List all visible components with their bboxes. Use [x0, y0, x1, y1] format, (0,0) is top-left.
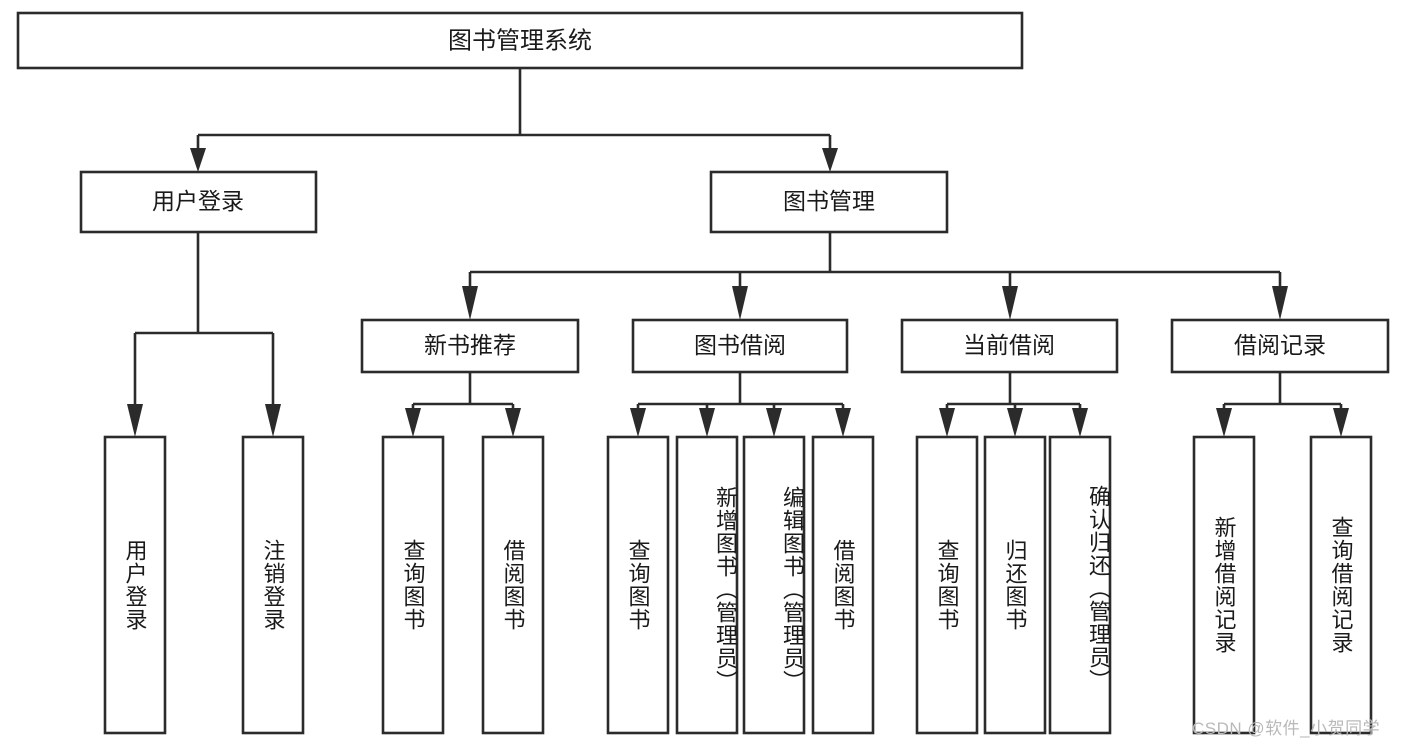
arrow-to-borrow-record [1272, 286, 1288, 320]
node-new-book-recommend-label: 新书推荐 [424, 332, 516, 358]
arrow-to-current-borrow [1002, 286, 1018, 320]
leaf-user-login-box-1[interactable] [103, 435, 167, 735]
node-current-borrow-label: 当前借阅 [963, 332, 1055, 358]
arrow-borrow-record-leaf-2 [1333, 408, 1349, 437]
leaf-current-borrow-box-2[interactable] [983, 435, 1047, 735]
csdn-watermark: CSDN @软件_小贺同学 [1192, 719, 1381, 738]
arrow-current-borrow-leaf-1 [939, 408, 955, 437]
node-user-login-label: 用户登录 [152, 188, 244, 214]
node-user-login-box[interactable] [79, 170, 318, 234]
leaf-current-borrow-box-3[interactable] [1048, 435, 1112, 735]
leaf-book-borrow-box-1[interactable] [606, 435, 670, 735]
arrow-new-book-leaf-2 [505, 408, 521, 437]
node-new-book-recommend-box[interactable] [360, 318, 580, 374]
node-book-manage-box[interactable] [709, 170, 949, 234]
connector-layer [127, 68, 1349, 437]
arrow-new-book-leaf-1 [405, 408, 421, 437]
leaf-borrow-record-box-2[interactable] [1309, 435, 1373, 735]
arrow-current-borrow-leaf-3 [1072, 408, 1088, 437]
arrow-user-login-leaf-1 [127, 404, 143, 437]
node-book-borrow-box[interactable] [631, 318, 849, 374]
leaf-current-borrow-box-1[interactable] [915, 435, 979, 735]
node-book-borrow-label: 图书借阅 [694, 332, 786, 358]
arrow-to-user-login [190, 148, 206, 172]
arrow-to-book-borrow [732, 286, 748, 320]
arrow-book-borrow-leaf-4 [835, 408, 851, 437]
leaf-book-borrow-box-4[interactable] [811, 435, 875, 735]
leaf-new-book-box-2[interactable] [481, 435, 545, 735]
arrow-user-login-leaf-2 [265, 404, 281, 437]
leaf-book-borrow-box-3[interactable] [742, 435, 806, 735]
arrow-book-borrow-leaf-3 [766, 408, 782, 437]
node-root-box[interactable] [16, 11, 1024, 70]
arrow-to-book-manage [822, 148, 838, 172]
leaf-new-book-box-1[interactable] [381, 435, 445, 735]
node-label-layer: 图书管理系统 用户登录 图书管理 新书推荐 图书借阅 当前借阅 借阅记录 [152, 27, 1326, 358]
arrow-current-borrow-leaf-2 [1007, 408, 1023, 437]
leaf-user-login-box-2[interactable] [241, 435, 305, 735]
arrow-book-borrow-leaf-1 [630, 408, 646, 437]
node-borrow-record-box[interactable] [1170, 318, 1390, 374]
node-borrow-record-label: 借阅记录 [1234, 332, 1326, 358]
node-book-manage-label: 图书管理 [783, 188, 875, 214]
node-box-layer [16, 11, 1390, 735]
arrow-borrow-record-leaf-1 [1216, 408, 1232, 437]
node-root-label: 图书管理系统 [448, 27, 592, 54]
node-current-borrow-box[interactable] [900, 318, 1119, 374]
leaf-book-borrow-box-2[interactable] [675, 435, 739, 735]
leaf-borrow-record-box-1[interactable] [1192, 435, 1256, 735]
arrow-book-borrow-leaf-2 [699, 408, 715, 437]
arrow-to-new-book [462, 286, 478, 320]
